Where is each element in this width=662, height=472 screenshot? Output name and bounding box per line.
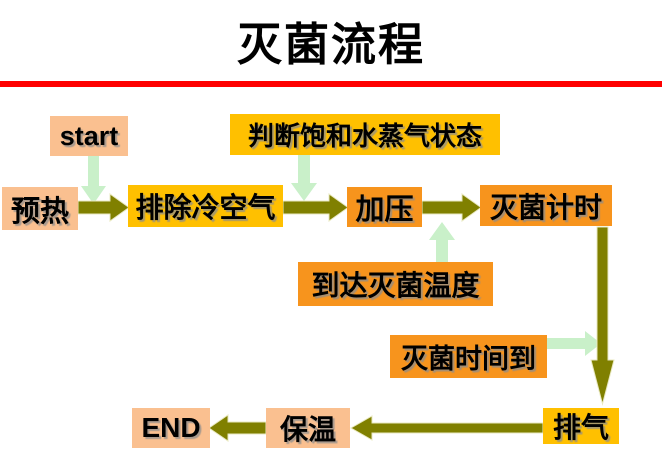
arrow-pressurize-to-timing-icon — [421, 193, 482, 222]
node-exhaust-cold-air: 排除冷空气 — [128, 185, 283, 227]
node-sterilize-timing: 灭菌计时 — [480, 185, 612, 226]
node-reach-sterilize-temp: 到达灭菌温度 — [298, 262, 493, 306]
page-title: 灭菌流程 — [236, 19, 425, 70]
node-start: start — [50, 116, 128, 156]
node-vent: 排气 — [543, 408, 619, 444]
arrow-judge-steam-down-icon — [291, 155, 317, 201]
arrow-timing-down-to-vent-icon — [590, 226, 615, 406]
node-sterilize-time-up: 灭菌时间到 — [390, 335, 547, 378]
arrow-start-down-icon — [81, 156, 106, 204]
arrow-vent-to-keepwarm-icon — [349, 415, 544, 441]
arrow-preheat-to-exhaust-icon — [77, 193, 130, 222]
arrow-exhaust-to-pressurize-icon — [282, 193, 349, 222]
node-keep-warm: 保温 — [266, 408, 350, 448]
arrow-time-up-right-icon — [547, 331, 601, 356]
title-divider — [0, 81, 662, 87]
node-judge-steam-state: 判断饱和水蒸气状态 — [230, 114, 500, 155]
node-preheat: 预热 — [2, 187, 78, 230]
arrow-keepwarm-to-end-icon — [208, 414, 267, 442]
node-pressurize: 加压 — [347, 187, 422, 227]
arrow-reach-temp-up-icon — [429, 222, 455, 262]
node-end: END — [132, 408, 210, 448]
